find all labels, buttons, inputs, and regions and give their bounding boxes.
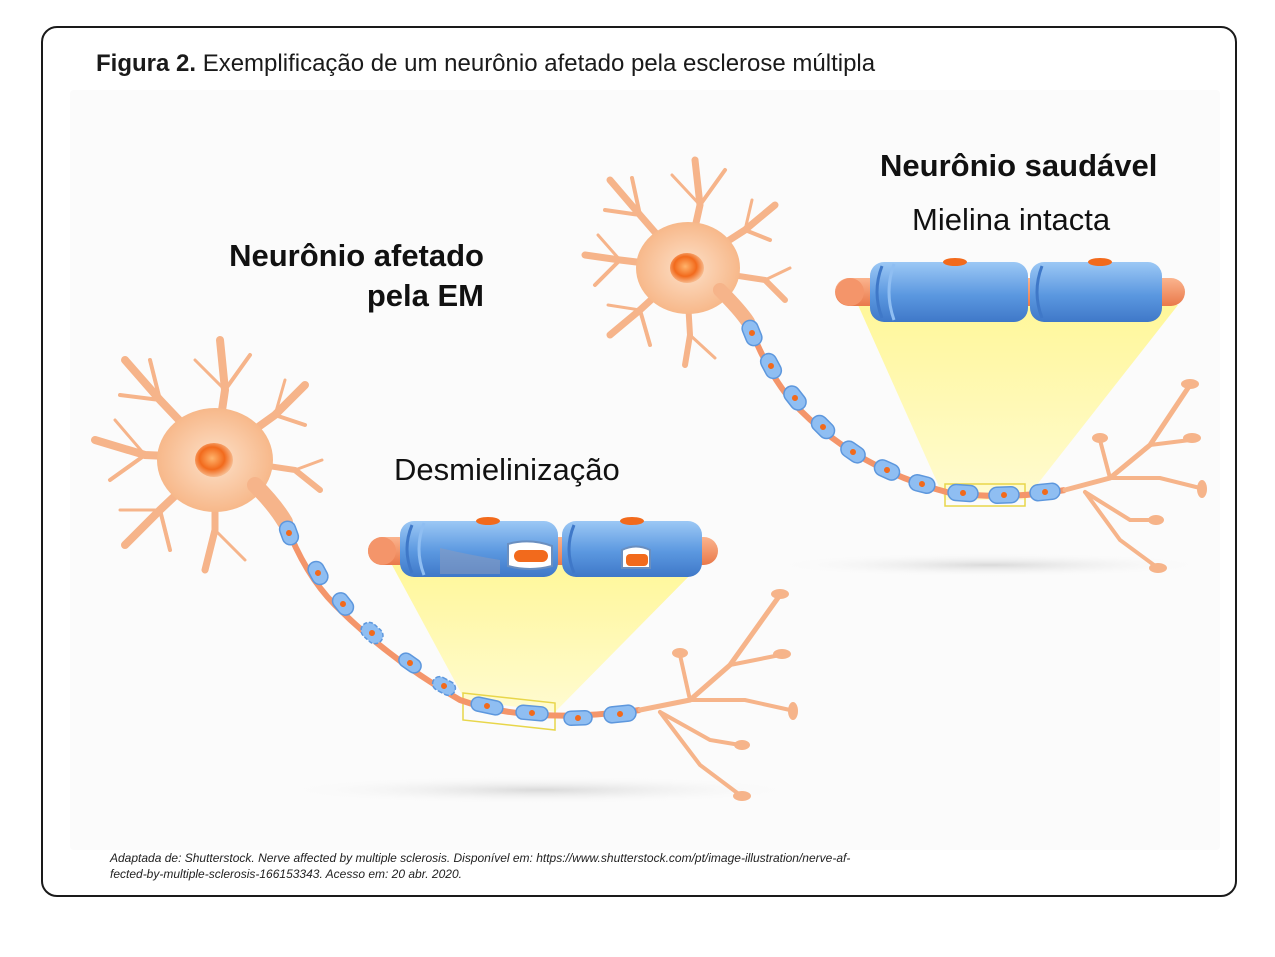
affected-title-line2: pela EM (366, 278, 484, 313)
healthy-neuron (581, 156, 1207, 573)
credit-line-2: fected-by-multiple-sclerosis-166153343. … (110, 867, 462, 881)
healthy-zoom-myelin-1 (870, 262, 1028, 322)
affected-neuron-title: Neurônio afetado pela EM (190, 236, 484, 316)
affected-zoom-cone (392, 565, 700, 712)
image-credit: Adaptada de: Shutterstock. Nerve affecte… (110, 850, 930, 882)
affected-title-line1: Neurônio afetado (229, 238, 484, 273)
healthy-myelin-zoom (835, 258, 1185, 322)
affected-zoom-box (462, 692, 556, 731)
affected-shadow (280, 776, 800, 804)
affected-nucleus (195, 443, 233, 477)
healthy-shadow (770, 553, 1210, 577)
intact-myelin-label: Mielina intacta (912, 202, 1111, 237)
healthy-neuron-title: Neurônio saudável (880, 148, 1158, 183)
healthy-myelin-segments (741, 319, 1061, 504)
healthy-axon-terminals (1062, 382, 1202, 570)
demyelination-label: Desmielinização (394, 452, 620, 487)
affected-axon-terminals (637, 592, 792, 797)
figure-title: Figura 2. Exemplificação de um neurônio … (96, 50, 875, 78)
affected-myelin-segments (278, 520, 637, 726)
healthy-nucleus (670, 253, 704, 283)
healthy-zoom-myelin-2 (1030, 262, 1162, 322)
healthy-zoom-cone (858, 305, 1178, 500)
affected-myelin-zoom (368, 517, 718, 577)
figure-label: Figura 2. (96, 50, 197, 77)
credit-line-1: Adaptada de: Shutterstock. Nerve affecte… (110, 851, 851, 865)
affected-neuron (91, 336, 798, 801)
figure-caption: Exemplificação de um neurônio afetado pe… (202, 50, 876, 77)
